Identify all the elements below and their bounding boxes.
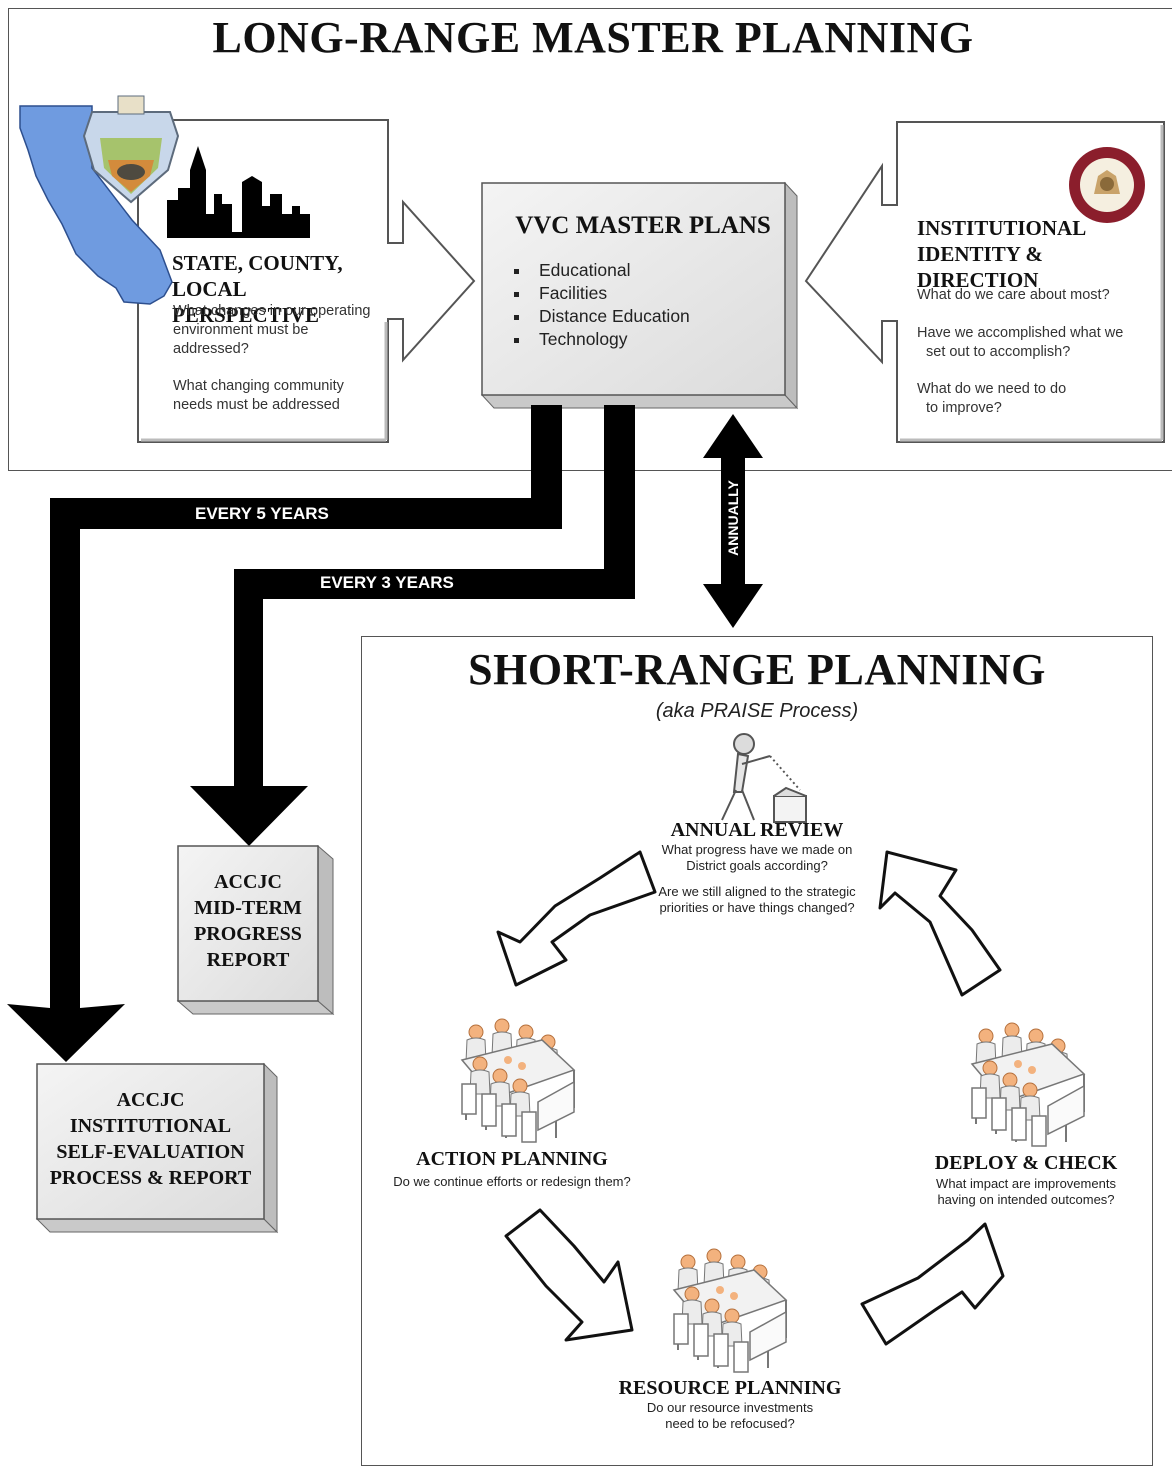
deploy-check-title: DEPLOY & CHECK [934,1152,1118,1174]
identity-question-3-line1: What do we need to do [917,381,1067,397]
plan-item-educational: Educational [531,259,690,282]
plan-item-technology: Technology [531,328,690,351]
long-range-panel [8,8,1172,471]
midterm-report-box [177,845,319,1002]
state-county-heading-line1: STATE, COUNTY, [172,251,343,275]
institutional-heading-line2: IDENTITY & DIRECTION [917,242,1043,292]
annual-review-line3: Are we still aligned to the strategic [658,884,856,899]
midterm-report-text: ACCJC MID-TERM PROGRESS REPORT [178,869,318,973]
institutional-heading-line1: INSTITUTIONAL [917,216,1087,240]
deploy-check-text: What impact are improvements having on i… [906,1176,1146,1208]
identity-question-3: What do we need to do to improve? [917,380,1162,418]
state-county-heading: STATE, COUNTY, LOCAL PERSPECTIVE [172,250,387,328]
midterm-line-1: ACCJC [214,871,282,893]
cycle-arrow-resource-to-deploy [860,1222,1005,1346]
five-year-connector [7,405,562,1062]
self-eval-line-4: PROCESS & REPORT [49,1167,252,1189]
action-planning-text: Do we continue efforts or redesign them? [393,1174,631,1189]
resource-planning-title: RESOURCE PLANNING [618,1377,842,1399]
annual-review-title: ANNUAL REVIEW [670,819,844,841]
master-plans-box [481,182,786,396]
cycle-arrow-deploy-to-review [878,850,1002,997]
three-year-connector [190,405,635,846]
identity-question-2-line2: set out to accomplish? [926,344,1071,360]
identity-question-3-line2: to improve? [926,400,1002,416]
identity-question-2-line1: Have we accomplished what we [917,325,1124,341]
master-plans-list: Educational Facilities Distance Educatio… [505,259,690,351]
california-icon [19,105,173,305]
city-skyline-icon [167,146,310,238]
county-seal-icon [82,95,180,204]
resource-planning-text: Do our resource investments need to be r… [600,1400,860,1432]
self-eval-report-box [36,1063,265,1220]
annual-review-line4: priorities or have things changed? [659,900,855,915]
every-3-years-label: EVERY 3 YEARS [320,573,454,592]
annually-label: ANNUALLY [725,480,741,556]
deploy-check-line1: What impact are improvements [936,1176,1116,1191]
state-question-1: What changes in our operating environmen… [173,303,371,357]
every-5-years-label: EVERY 5 YEARS [195,504,329,523]
identity-question-2: Have we accomplished what we set out to … [917,324,1162,362]
self-eval-line-2: INSTITUTIONAL [69,1115,232,1137]
annual-connector [703,414,763,628]
midterm-line-4: REPORT [206,949,290,971]
annual-review-line2: District goals according? [686,858,828,873]
resource-planning-line1: Do our resource investments [646,1400,814,1415]
short-range-subtitle: (aka PRAISE Process) [655,700,859,722]
deploy-check-group-icon [972,1023,1084,1146]
deploy-check-line2: having on intended outcomes? [937,1192,1115,1207]
annual-review-line1: What progress have we made on [661,842,853,857]
state-question-2: What changing community needs must be ad… [173,378,344,413]
action-planning-title: ACTION PLANNING [416,1148,608,1170]
institutional-heading: INSTITUTIONAL IDENTITY & DIRECTION [917,215,1167,293]
midterm-line-2: MID-TERM [194,897,302,919]
action-planning-group-icon [462,1019,574,1142]
cycle-arrow-action-to-resource [504,1208,634,1342]
identity-question-1: What do we care about most? [917,287,1110,303]
short-range-title: SHORT-RANGE PLANNING [468,645,1046,694]
annual-review-text: What progress have we made on District g… [630,842,884,916]
plan-item-distance-education: Distance Education [531,305,690,328]
reviewer-figure-icon [721,733,807,823]
college-seal-icon [1069,147,1145,223]
self-eval-line-3: SELF-EVALUATION [56,1141,245,1163]
long-range-title: LONG-RANGE MASTER PLANNING [212,13,974,62]
self-eval-report-text: ACCJC INSTITUTIONAL SELF-EVALUATION PROC… [37,1087,264,1191]
master-plans-title: VVC MASTER PLANS [515,212,771,239]
resource-planning-group-icon [674,1249,786,1372]
cycle-arrow-review-to-action [496,850,657,987]
state-county-heading-line2: LOCAL PERSPECTIVE [172,277,320,327]
self-eval-line-1: ACCJC [116,1089,185,1111]
midterm-line-3: PROGRESS [194,923,302,945]
resource-planning-line2: need to be refocused? [665,1416,795,1431]
plan-item-facilities: Facilities [531,282,690,305]
